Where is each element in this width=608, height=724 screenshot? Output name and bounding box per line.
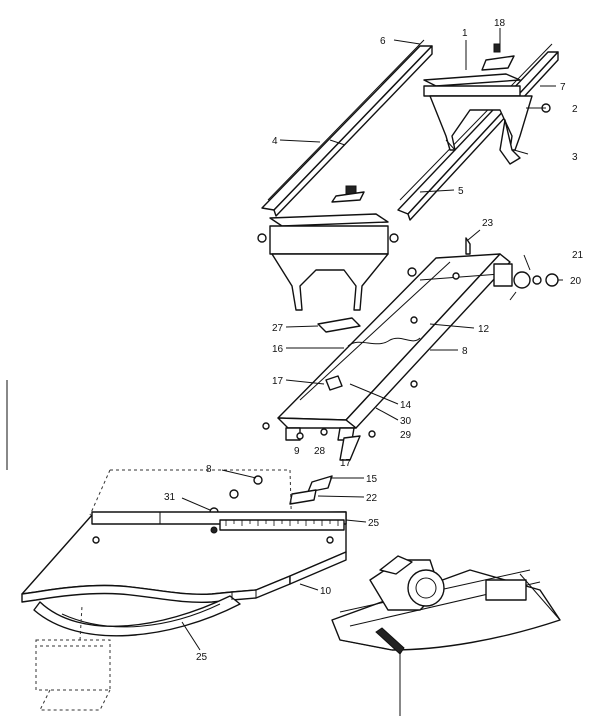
callout-3: 3 — [572, 152, 578, 163]
callout-22: 22 — [366, 493, 378, 504]
wire-16 — [347, 337, 421, 347]
base-table — [21, 469, 347, 637]
pad-27 — [317, 317, 361, 333]
callout-4: 4 — [272, 136, 278, 147]
callout-17-upper: 17 — [272, 376, 284, 387]
rail-clip-18 — [481, 43, 515, 71]
callout-12: 12 — [478, 324, 490, 335]
leader-lines — [181, 28, 563, 651]
callout-25-upper: 25 — [368, 518, 380, 529]
callout-20: 20 — [570, 276, 582, 287]
callout-labels: 6 18 1 7 2 3 4 5 23 21 20 27 12 16 8 17 … — [164, 18, 584, 663]
clip-23 — [465, 237, 471, 255]
callout-21: 21 — [572, 250, 584, 261]
bracket-17 — [339, 435, 361, 461]
callout-27: 27 — [272, 323, 284, 334]
left-rail — [261, 39, 433, 217]
callout-10: 10 — [320, 586, 332, 597]
saw-arm-beam — [277, 253, 513, 441]
upper-rail-carriage — [423, 73, 533, 151]
callout-5: 5 — [458, 186, 464, 197]
callout-23: 23 — [482, 218, 494, 229]
callout-25-lower: 25 — [196, 652, 208, 663]
pad-22 — [289, 489, 317, 505]
clip-17 — [325, 375, 343, 391]
callout-1: 1 — [462, 28, 468, 39]
callout-30: 30 — [400, 416, 412, 427]
assembled-saw-inset — [331, 555, 561, 655]
callout-31: 31 — [164, 492, 176, 503]
callout-15: 15 — [366, 474, 378, 485]
callout-17-lower: 17 — [340, 458, 352, 469]
handle-bracket-3 — [499, 119, 521, 165]
end-cap-20-21 — [509, 271, 559, 301]
lower-rail-carriage — [257, 185, 399, 311]
right-rail — [397, 43, 559, 221]
callout-8-upper: 8 — [462, 346, 468, 357]
callout-8-lower: 8 — [206, 464, 212, 475]
table-support — [35, 605, 111, 711]
callout-16: 16 — [272, 344, 284, 355]
callout-28: 28 — [314, 446, 326, 457]
callout-6: 6 — [380, 36, 386, 47]
callout-14: 14 — [400, 400, 412, 411]
callout-18: 18 — [494, 18, 506, 29]
callout-9: 9 — [294, 446, 300, 457]
callout-29: 29 — [400, 430, 412, 441]
callout-7: 7 — [560, 82, 566, 93]
callout-2: 2 — [572, 104, 578, 115]
plate-15 — [307, 475, 333, 493]
